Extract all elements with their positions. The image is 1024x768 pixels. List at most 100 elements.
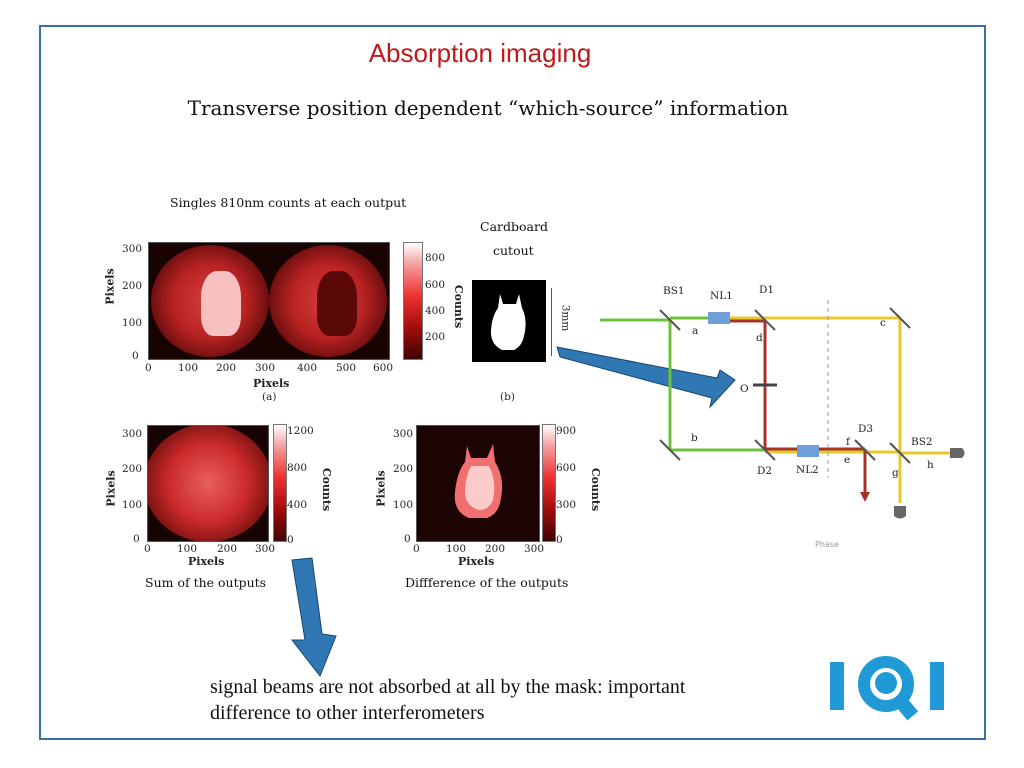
slide-subtitle: Transverse position dependent “which-sou… [187, 96, 789, 120]
fig-diff-cbar-tick: 900 [556, 425, 577, 437]
fig-diff-ytick: 0 [404, 533, 411, 545]
fig-sum-colorbar [273, 424, 287, 542]
fig-sum-cbar-tick: 0 [287, 534, 294, 546]
fig-a-cbar-tick: 600 [425, 279, 446, 291]
fig-sum-cbar-tick: 800 [287, 462, 308, 474]
fig-sum-heatmap [147, 425, 269, 542]
label-d: d [756, 332, 763, 344]
label-a: a [692, 325, 699, 337]
label-phase: Phase [815, 540, 839, 549]
fig-sum-spot [148, 426, 268, 541]
fig-diff-xtick: 200 [485, 543, 506, 555]
slide-title: Absorption imaging [368, 38, 592, 68]
label-g: g [892, 467, 899, 479]
fig-b-caption-1: Cardboard [480, 219, 548, 234]
fig-sum-ytick: 0 [133, 533, 140, 545]
fig-diff-colorbar [542, 424, 556, 542]
label-o: O [740, 383, 749, 395]
fig-b-sublabel: (b) [500, 391, 515, 403]
fig-diff-xtick: 300 [524, 543, 545, 555]
fig-a-cat-bright [201, 271, 241, 336]
fig-sum-cbar-tick: 1200 [287, 425, 314, 437]
mirror-c-element [889, 307, 911, 329]
label-h: h [927, 459, 934, 471]
fig-a-xtick: 600 [373, 362, 394, 374]
logo-letter-i-right [930, 662, 944, 710]
fig-diff-xtick: 0 [413, 543, 420, 555]
fig-a-caption: Singles 810nm counts at each output [170, 195, 407, 210]
label-b: b [691, 432, 698, 444]
fig-a-cbar-tick: 200 [425, 331, 446, 343]
detector-g-icon [894, 506, 906, 519]
fig-sum-xtick: 100 [177, 543, 198, 555]
label-f: f [846, 436, 850, 448]
bs1-element [659, 309, 681, 331]
label-bs1: BS1 [663, 285, 685, 297]
setup-diagram [600, 300, 965, 519]
fig-a-xtick: 200 [216, 362, 237, 374]
fig-diff-cbar-tick: 300 [556, 499, 577, 511]
logo-q-dot [875, 672, 897, 694]
fig-diff-ytick: 300 [393, 428, 414, 440]
fig-a-heatmap [148, 242, 390, 360]
note-line-2: difference to other interferometers [210, 702, 485, 724]
fig-diff-xlabel: Pixels [458, 555, 495, 568]
d3-element [854, 439, 876, 461]
mirror-b-element [659, 439, 681, 461]
detector-h-icon [950, 448, 965, 458]
fig-a-xtick: 0 [145, 362, 152, 374]
d1-element [754, 309, 776, 331]
bs2-element [889, 442, 911, 464]
idler-arrowhead [860, 492, 870, 502]
fig-sum-xtick: 300 [255, 543, 276, 555]
label-c: c [880, 317, 886, 329]
fig-diff-cbar-tick: 600 [556, 462, 577, 474]
cat-silhouette [490, 294, 526, 350]
slide-frame [39, 25, 986, 740]
label-nl2: NL2 [796, 464, 819, 476]
fig-sum-ytick: 200 [122, 463, 143, 475]
fig-sum-xtick: 0 [144, 543, 151, 555]
fig-diff-ytick: 200 [393, 463, 414, 475]
note-line-1: signal beams are not absorbed at all by … [210, 676, 686, 698]
fig-a-xtick: 400 [297, 362, 318, 374]
fig-b-scalebar [551, 288, 552, 356]
label-d3: D3 [858, 423, 874, 435]
arrow-to-sum-colorbar [290, 557, 337, 677]
fig-b-caption-2: cutout [493, 243, 534, 258]
fig-sum-cbar-tick: 400 [287, 499, 308, 511]
fig-a-cbar-tick: 400 [425, 305, 446, 317]
label-nl1: NL1 [710, 290, 733, 302]
fig-sum-xtick: 200 [217, 543, 238, 555]
fig-a-xlabel: Pixels [253, 377, 290, 390]
d2-element [754, 439, 776, 461]
fig-a-ytick: 100 [122, 317, 143, 329]
label-bs2: BS2 [911, 436, 933, 448]
fig-a-xtick: 500 [336, 362, 357, 374]
label-e: e [844, 454, 851, 466]
fig-a-cbar-tick: 800 [425, 252, 446, 264]
fig-a-xtick: 300 [255, 362, 276, 374]
fig-diff-cbar-tick: 0 [556, 534, 563, 546]
fig-sum-ytick: 300 [122, 428, 143, 440]
fig-sum-ytick: 100 [122, 499, 143, 511]
fig-diff-cat [454, 444, 503, 518]
fig-sum-xlabel: Pixels [188, 555, 225, 568]
fig-a-ytick: 0 [132, 350, 139, 362]
fig-sum-caption: Sum of the outputs [145, 575, 267, 590]
label-d2: D2 [757, 465, 773, 477]
fig-a-cat-dark [317, 271, 357, 336]
fig-a-sublabel: (a) [262, 391, 277, 403]
fig-a-ytick: 200 [122, 280, 143, 292]
fig-a-colorbar [403, 242, 423, 360]
fig-diff-heatmap [416, 425, 540, 542]
crystal-nl1 [708, 312, 730, 324]
iqi-logo [830, 656, 952, 726]
crystal-nl2 [797, 445, 819, 457]
fig-a-ytick: 300 [122, 243, 143, 255]
arrow-to-object [556, 346, 736, 409]
label-d1: D1 [759, 284, 775, 296]
fig-diff-xtick: 100 [446, 543, 467, 555]
fig-b-cutout-image [472, 280, 546, 362]
